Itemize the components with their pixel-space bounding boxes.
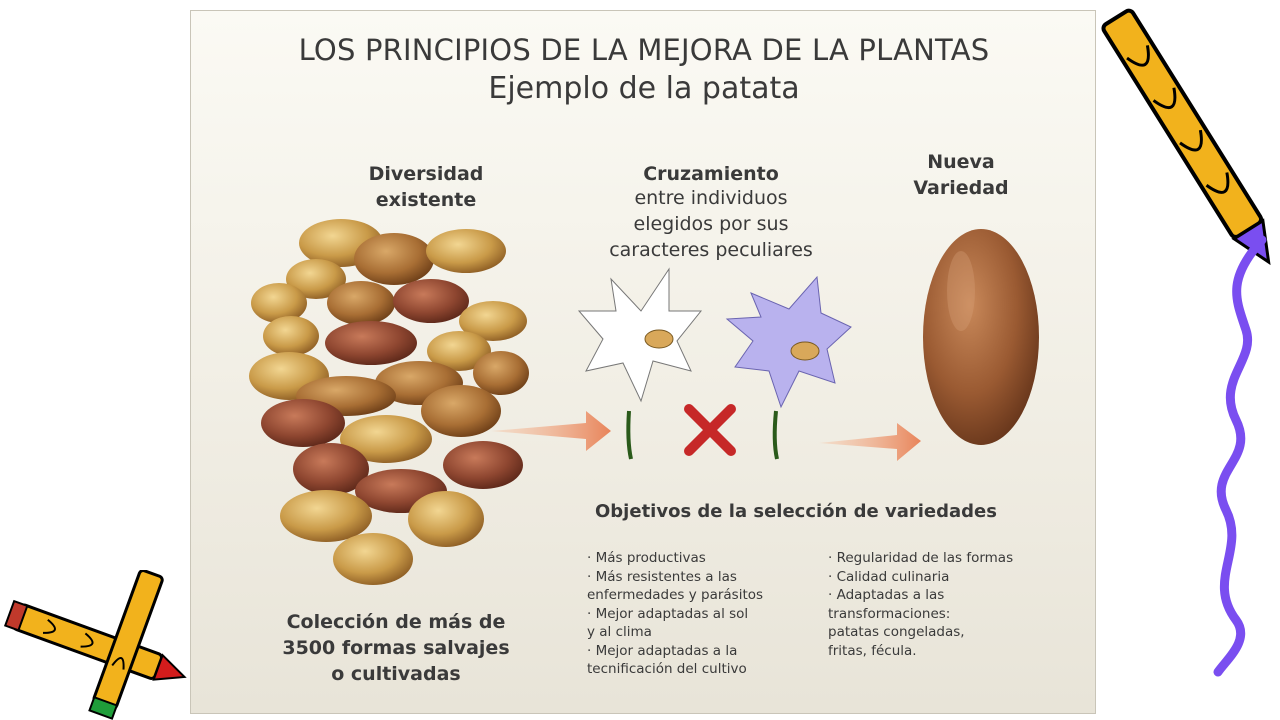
cross-mark — [684, 404, 736, 456]
illustration — [249, 219, 1039, 585]
objective-item: patatas congeladas, — [828, 624, 965, 640]
objective-item: · Mejor adaptadas al sol — [587, 605, 749, 622]
diversity-heading-line2: existente — [375, 189, 477, 211]
cross-sub-line2: elegidos por sus — [633, 213, 789, 235]
new-variety-heading: Nueva Variedad — [881, 149, 1041, 201]
arrow-to-variety — [819, 423, 921, 461]
collection-caption: Colección de más de 3500 formas salvajes… — [251, 609, 541, 687]
collection-line2: 3500 formas salvajes — [282, 637, 510, 659]
objective-item: · Más productivas — [587, 550, 706, 566]
pencil-squiggle-decoration-right — [1101, 8, 1271, 677]
slide-panel: LOS PRINCIPIOS DE LA MEJORA DE LA PLANTA… — [190, 10, 1096, 714]
objectives-right-list: · Regularidad de las formas · Calidad cu… — [828, 549, 1068, 660]
collection-line1: Colección de más de — [286, 611, 506, 633]
objectives-title: Objetivos de la selección de variedades — [595, 501, 997, 522]
cross-sub-line1: entre individuos — [634, 187, 788, 209]
objective-item: · Mejor adaptadas a la — [587, 642, 738, 659]
objective-item: · Adaptadas a las — [828, 587, 945, 603]
diversity-heading-line1: Diversidad — [368, 163, 484, 185]
arrow-to-flowers — [491, 411, 611, 451]
objective-item: tecnificación del cultivo — [587, 661, 747, 677]
cross-heading: Cruzamiento — [643, 163, 779, 185]
objective-item: · Calidad culinaria — [828, 568, 950, 585]
objective-item: fritas, fécula. — [828, 642, 917, 659]
cross-subtitle: entre individuos elegidos por sus caract… — [571, 185, 851, 263]
objective-item: enfermedades y parásitos — [587, 587, 764, 603]
new-variety-line2: Variedad — [913, 177, 1009, 199]
title-line2: Ejemplo de la patata — [488, 71, 800, 106]
potato-pile — [249, 219, 529, 585]
objectives-left-list: · Más productivas · Más resistentes a la… — [587, 549, 807, 679]
objective-item: · Regularidad de las formas — [828, 550, 1014, 566]
collection-line3: o cultivadas — [331, 663, 461, 685]
white-flower — [577, 267, 703, 460]
objective-item: transformaciones: — [828, 605, 951, 622]
pencils-decoration-left — [3, 570, 187, 720]
new-variety-potato — [923, 229, 1039, 445]
purple-flower — [725, 275, 852, 460]
objective-item: y al clima — [587, 624, 652, 640]
diversity-heading: Diversidad existente — [321, 161, 531, 213]
new-variety-line1: Nueva — [927, 151, 995, 173]
title-line1: LOS PRINCIPIOS DE LA MEJORA DE LA PLANTA… — [298, 33, 990, 67]
objective-item: · Más resistentes a las — [587, 568, 737, 585]
cross-sub-line3: caracteres peculiares — [609, 239, 813, 261]
